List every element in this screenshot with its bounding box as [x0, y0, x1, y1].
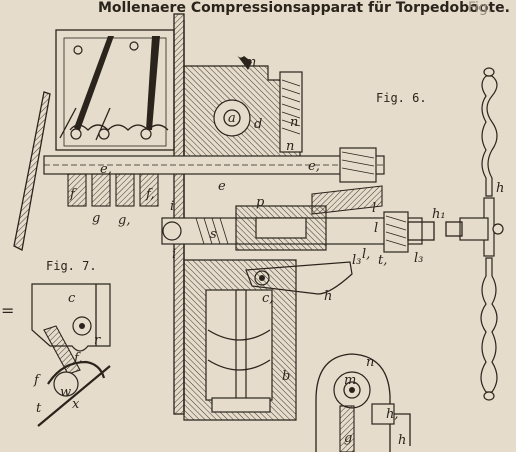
left-inclined-plate [13, 91, 51, 251]
label-h-lever: h [324, 289, 332, 304]
label-f7b: f, [73, 351, 82, 366]
cam-row [69, 124, 169, 131]
fig6-labels: m a d n n e, e, e f f, g g, i i p s l l,… [69, 55, 504, 384]
label-c: c [68, 291, 76, 306]
label-i2: i [172, 247, 176, 262]
label-p: p [256, 195, 265, 210]
label-e-mid: e [218, 179, 226, 194]
caption-fig-ref: Fig. [468, 0, 492, 16]
label-f: f [69, 187, 77, 202]
tool-slide-l [311, 185, 383, 215]
gear-f [67, 173, 87, 207]
label-x: x [72, 397, 80, 412]
fig7-title: Fig. 7. [46, 259, 97, 273]
main-vertical-plate [173, 13, 185, 415]
label-l3b: l₃ [414, 251, 423, 266]
frame-bolt [73, 45, 83, 55]
margin-mark: = [1, 301, 14, 320]
label-e1-left: e, [100, 162, 112, 177]
gear-f1 [139, 173, 159, 207]
label-w: w [60, 385, 71, 400]
handwheel-h[interactable] [445, 67, 504, 401]
bottom-detail [315, 353, 411, 452]
spring-box-n [279, 71, 303, 153]
lever-frame-inner [63, 37, 167, 147]
cam-pin [98, 128, 110, 140]
label-s: s [210, 227, 217, 242]
label-m-bottom: m [344, 373, 356, 388]
shaft-bearing-right [339, 147, 377, 183]
label-h1-bottom: h, [386, 407, 399, 422]
hand-lever-left [74, 36, 114, 130]
fig7-cam-w [47, 360, 106, 385]
label-g1: g, [118, 213, 130, 228]
handle-m [236, 54, 252, 70]
label-b: b [282, 369, 290, 384]
fig7-labels: c r f f, w x t [33, 291, 101, 416]
cam-pin [140, 128, 152, 140]
figure-7: Fig. 7. [31, 259, 111, 427]
label-m: m [244, 55, 256, 70]
label-h: h [496, 181, 504, 196]
pump-rod-c1 [235, 289, 247, 401]
caption-text: Mollenaere Compressionsapparat für Torpe… [98, 0, 510, 16]
label-r: r [94, 333, 101, 348]
label-l3: l₃ [352, 253, 361, 268]
label-t1: t, [378, 253, 387, 268]
label-h-bottom: h [398, 433, 406, 448]
label-f1: f, [145, 187, 154, 202]
label-l2: l [374, 221, 378, 236]
fig6-title: Fig. 6. [376, 91, 427, 105]
label-d: d [254, 117, 262, 132]
end-nut-left [162, 221, 182, 241]
gear-g1 [115, 173, 135, 207]
label-i: i [170, 199, 174, 214]
label-n-bottom: n [366, 355, 374, 370]
caption-line: Mollenaere Compressionsapparat für Torpe… [98, 0, 510, 16]
label-g-bottom: g [344, 431, 352, 446]
fig7-arm [43, 325, 81, 375]
label-a: a [228, 111, 236, 126]
figure-6: Fig. 6. [13, 13, 504, 421]
detail-rod-g [339, 405, 355, 452]
spring-l1 [383, 211, 409, 253]
gear-a [213, 99, 251, 137]
fig7-base-line [37, 365, 111, 427]
bottom-detail-labels: n m g h, h [344, 355, 406, 448]
label-g: g [92, 211, 100, 226]
label-n-upper: n [286, 139, 294, 154]
label-e1-right: e, [308, 159, 320, 174]
label-l1: l, [362, 247, 370, 262]
label-c1: c, [262, 291, 273, 306]
label-n: n [290, 115, 298, 130]
label-h1: h₁ [432, 207, 446, 222]
cam-pin [70, 128, 82, 140]
frame-bolt [129, 41, 139, 51]
hand-lever-right [146, 36, 160, 130]
coupling-l3 [407, 221, 435, 241]
label-t7: t [36, 401, 42, 416]
label-l: l [372, 201, 376, 216]
label-f7: f [33, 373, 41, 388]
lever-links [59, 107, 111, 141]
gear-g [91, 173, 111, 207]
